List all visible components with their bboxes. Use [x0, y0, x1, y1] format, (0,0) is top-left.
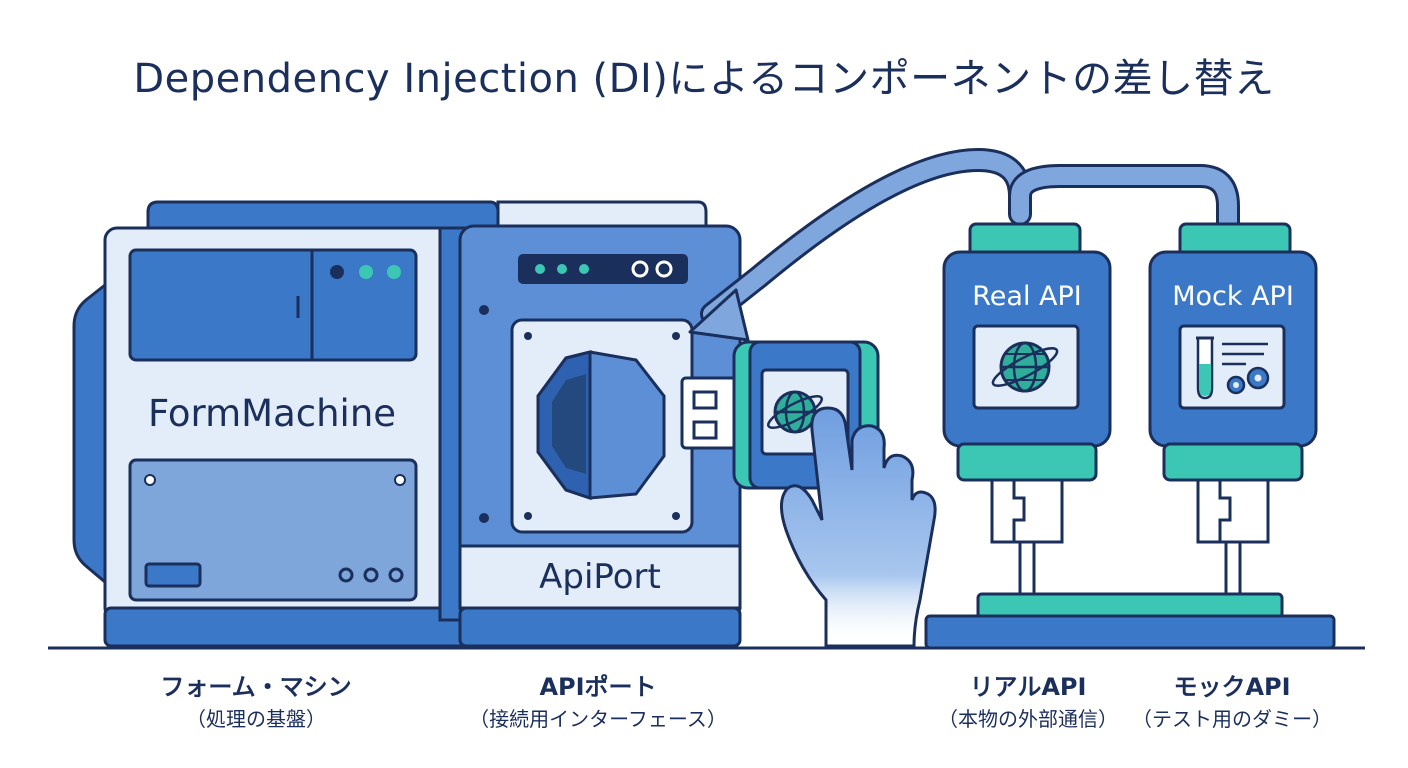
form-machine-caption-sub: （処理の基盤）	[186, 707, 326, 731]
api-port-caption-main: APIポート	[539, 673, 657, 701]
mock-api-caption-main: モックAPI	[1173, 673, 1291, 701]
real-api-label: Real API	[972, 281, 1082, 312]
globe-icon	[991, 341, 1059, 393]
injection-arrow	[688, 147, 1240, 342]
form-machine-top-panel	[128, 248, 418, 362]
mock-api-caption: モックAPI （テスト用のダミー）	[1082, 672, 1382, 734]
api-port-caption: APIポート （接続用インターフェース）	[448, 672, 748, 734]
form-machine: FormMachine	[72, 200, 500, 648]
form-machine-bottom-panel	[128, 458, 418, 602]
form-machine-label: FormMachine	[148, 392, 396, 435]
diagram-title: Dependency Injection (DI)によるコンポーネントの差し替え	[133, 56, 1275, 102]
test-tube-gears-icon	[1196, 336, 1270, 400]
real-api-caption: リアルAPI （本物の外部通信）	[878, 672, 1178, 734]
hand-icon	[780, 406, 937, 648]
form-machine-caption-main: フォーム・マシン	[160, 673, 352, 701]
real-api-module[interactable]: Real API	[942, 222, 1112, 596]
globe-icon	[766, 390, 824, 434]
mock-api-label: Mock API	[1172, 281, 1294, 312]
real-api-caption-main: リアルAPI	[969, 673, 1087, 701]
api-port: ApiPort	[458, 200, 742, 648]
api-port-caption-sub: （接続用インターフェース）	[469, 707, 727, 731]
api-port-label: ApiPort	[539, 557, 661, 597]
api-base-platform	[924, 592, 1336, 650]
mock-api-module[interactable]: Mock API	[1148, 222, 1318, 596]
mock-api-caption-sub: （テスト用のダミー）	[1132, 707, 1332, 731]
form-machine-caption: フォーム・マシン （処理の基盤）	[106, 672, 406, 734]
real-api-caption-sub: （本物の外部通信）	[938, 707, 1118, 731]
